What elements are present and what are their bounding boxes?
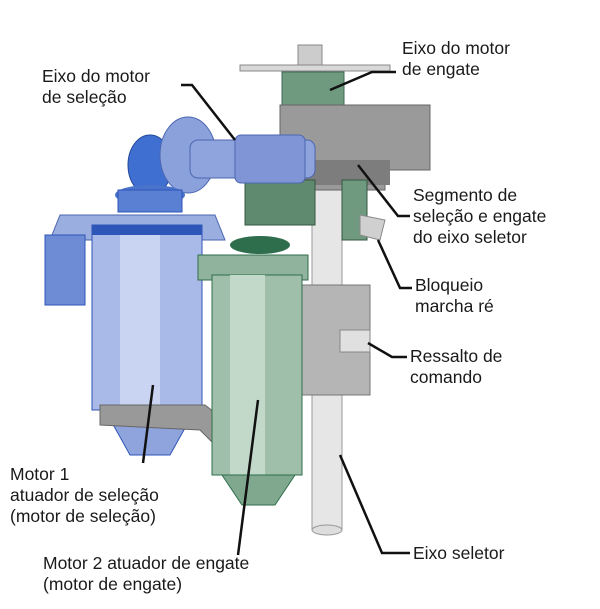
- label-selector-shaft: Eixo seletor: [413, 543, 505, 563]
- label-engage-motor-shaft: Eixo do motor de engate: [402, 38, 510, 79]
- label-selection-motor-shaft: Eixo do motor de seleção: [42, 66, 150, 107]
- label-motor1: Motor 1 atuador de seleção (motor de sel…: [10, 464, 159, 526]
- label-motor2: Motor 2 atuador de engate (motor de enga…: [43, 553, 250, 594]
- engage-motor-shaft: [281, 71, 345, 108]
- label-command-cam: Ressalto de comando: [410, 346, 503, 387]
- label-reverse-lock: Bloqueio marcha ré: [415, 275, 494, 316]
- label-selector-segment: Segmento de seleção e engate do eixo sel…: [413, 185, 547, 247]
- leader-lines: [141, 70, 412, 556]
- reverse-lock: [359, 214, 386, 241]
